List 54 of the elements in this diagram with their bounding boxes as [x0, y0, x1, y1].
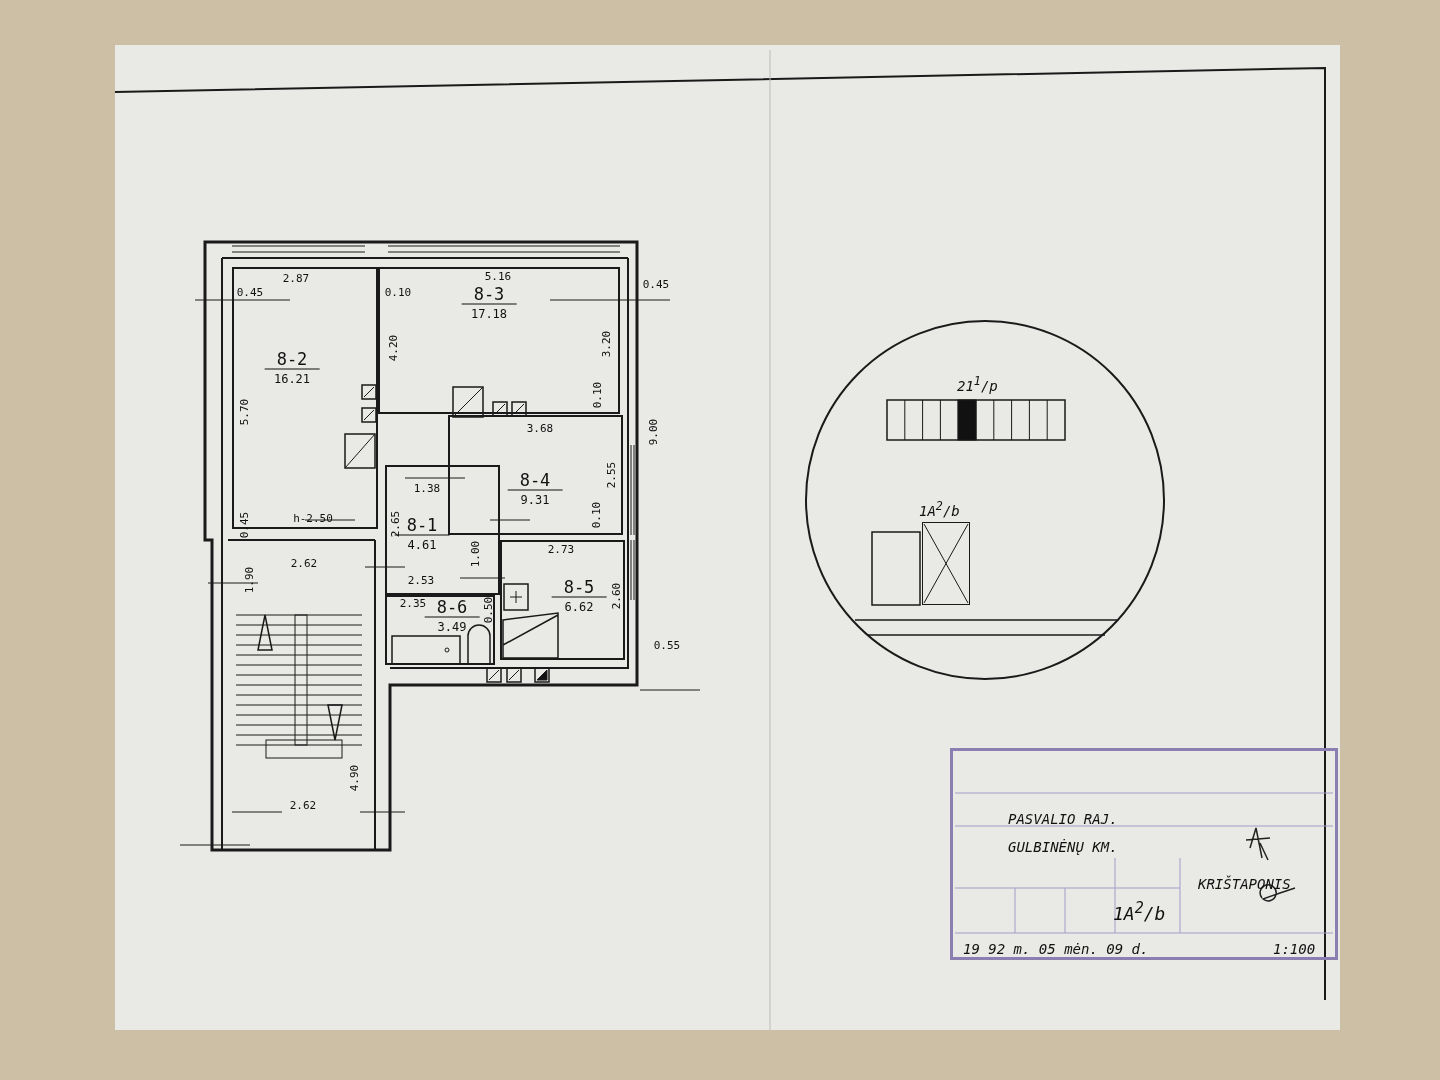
room-outline — [500, 540, 625, 660]
scale-text: 1:100 — [1273, 941, 1316, 957]
dimension-label: 0.45 — [237, 511, 251, 539]
room-area: 4.61 — [407, 538, 437, 552]
dimension-label: 9.00 — [646, 418, 660, 446]
dimension-label: 0.10 — [384, 285, 412, 299]
dimension-label: 4.20 — [386, 334, 400, 362]
room-number: 8-4 — [507, 469, 563, 491]
dimension-label: 3.68 — [526, 421, 554, 435]
room-outline — [448, 415, 623, 535]
dimension-label: 2.62 — [290, 556, 318, 570]
room-outline — [378, 267, 620, 414]
building-code: 1A$^{2}$/b — [919, 499, 960, 519]
dimension-label: 0.50 — [481, 596, 495, 624]
district-text: PASVALIO RAJ. — [1008, 811, 1118, 827]
plot-number: 21$^{1}$/p — [957, 374, 998, 394]
surveyor-name: KRIŠTAPONIS — [1198, 876, 1291, 892]
room-outline — [385, 465, 500, 595]
room-outline — [385, 595, 495, 665]
room-area: 9.31 — [520, 493, 550, 507]
dimension-label: 3.20 — [599, 330, 613, 358]
dimension-label: 0.45 — [642, 277, 670, 291]
room-area: 16.21 — [273, 372, 311, 386]
dimension-label: 2.65 — [388, 510, 402, 538]
date-text: 19 92 m. 05 mėn. 09 d. — [963, 941, 1149, 957]
room-number: 8-6 — [424, 596, 480, 618]
room-area: 3.49 — [437, 620, 467, 634]
dimension-label: 2.53 — [407, 573, 435, 587]
stamp-box — [950, 748, 1338, 960]
room-number: 8-2 — [264, 348, 320, 370]
dimension-label: 2.35 — [399, 596, 427, 610]
dimension-label: 1.00 — [468, 540, 482, 568]
room-number: 8-5 — [551, 576, 607, 598]
dimension-label: 0.10 — [590, 381, 604, 409]
dimension-label: 2.55 — [604, 461, 618, 489]
room-area: 6.62 — [564, 600, 594, 614]
room-number: 8-3 — [461, 283, 517, 305]
dimension-label: 1.90 — [242, 566, 256, 594]
building-code: 1A$^{2}$/b — [1113, 899, 1166, 924]
dimension-label: 0.55 — [653, 638, 681, 652]
dimension-label: 0.10 — [589, 501, 603, 529]
dimension-label: 0.45 — [236, 285, 264, 299]
dimension-label: 1.38 — [413, 481, 441, 495]
dimension-label: 5.16 — [484, 269, 512, 283]
site-plan-circle — [805, 320, 1165, 680]
dimension-label: 2.60 — [609, 582, 623, 610]
village-text: GULBINĖNŲ KM. — [1008, 839, 1118, 855]
dimension-label: h-2.50 — [293, 511, 333, 525]
dimension-label: 2.62 — [289, 798, 317, 812]
room-area: 17.18 — [470, 307, 508, 321]
dimension-label: 2.87 — [282, 271, 310, 285]
dimension-label: 2.73 — [547, 542, 575, 556]
dimension-label: 4.90 — [347, 764, 361, 792]
dimension-label: 5.70 — [237, 398, 251, 426]
